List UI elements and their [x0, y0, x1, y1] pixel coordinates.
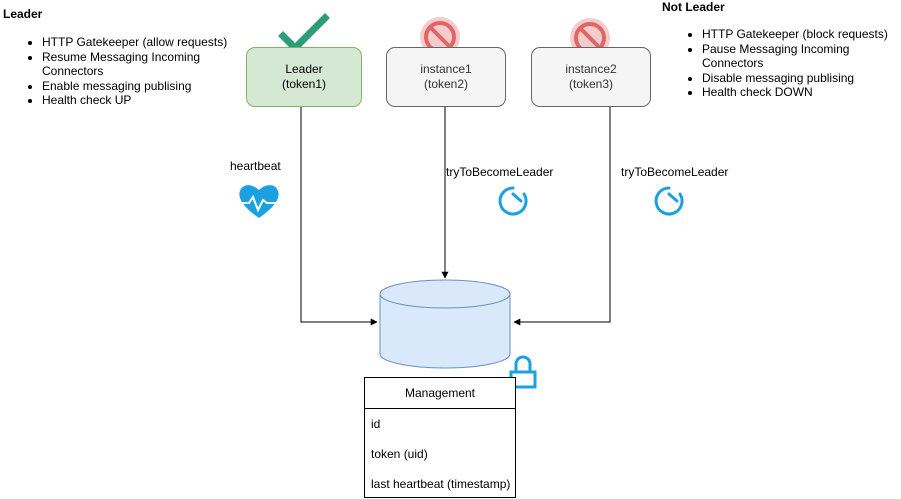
list-item: Enable messaging publising — [42, 79, 242, 94]
try-become-leader-label: tryToBecomeLeader — [621, 165, 729, 179]
database-cylinder — [379, 279, 511, 369]
node-name: instance1 — [420, 62, 472, 76]
instance2-edge — [513, 107, 611, 326]
check-icon — [278, 13, 330, 53]
management-table: Management id token (uid) last heartbeat… — [364, 377, 516, 498]
table-field: id — [371, 417, 381, 431]
table-title: Management — [365, 378, 515, 409]
not-leader-actions-list: HTTP Gatekeeper (block requests) Pause M… — [682, 27, 901, 100]
list-item: Resume Messaging Incoming Connectors — [42, 50, 242, 79]
instance1-node[interactable]: instance1 (token2) — [386, 47, 506, 107]
leader-heading: Leader — [3, 7, 43, 21]
heartbeat-label: heartbeat — [230, 159, 281, 173]
table-field: last heartbeat (timestamp) — [371, 477, 511, 491]
leader-actions-list: HTTP Gatekeeper (allow requests) Resume … — [22, 35, 242, 108]
list-item: Health check UP — [42, 93, 242, 108]
timer-icon — [498, 186, 528, 216]
node-token: (token1) — [281, 77, 327, 91]
instance2-node[interactable]: instance2 (token3) — [531, 47, 651, 107]
table-field: token (uid) — [371, 447, 428, 461]
list-item: Disable messaging publising — [702, 71, 901, 86]
node-token: (token2) — [423, 77, 469, 91]
node-token: (token3) — [568, 77, 614, 91]
try-become-leader-label: tryToBecomeLeader — [446, 165, 554, 179]
list-item: Pause Messaging Incoming Connectors — [702, 42, 901, 71]
heartbeat-icon — [238, 185, 280, 218]
node-name: Leader — [285, 62, 323, 76]
list-item: HTTP Gatekeeper (allow requests) — [42, 35, 242, 50]
list-item: Health check DOWN — [702, 85, 901, 100]
node-name: instance2 — [565, 62, 617, 76]
heartbeat-edge — [300, 107, 378, 326]
list-item: HTTP Gatekeeper (block requests) — [702, 27, 901, 42]
timer-icon — [654, 186, 684, 216]
leader-node[interactable]: Leader (token1) — [246, 47, 362, 107]
not-leader-heading: Not Leader — [662, 0, 725, 14]
